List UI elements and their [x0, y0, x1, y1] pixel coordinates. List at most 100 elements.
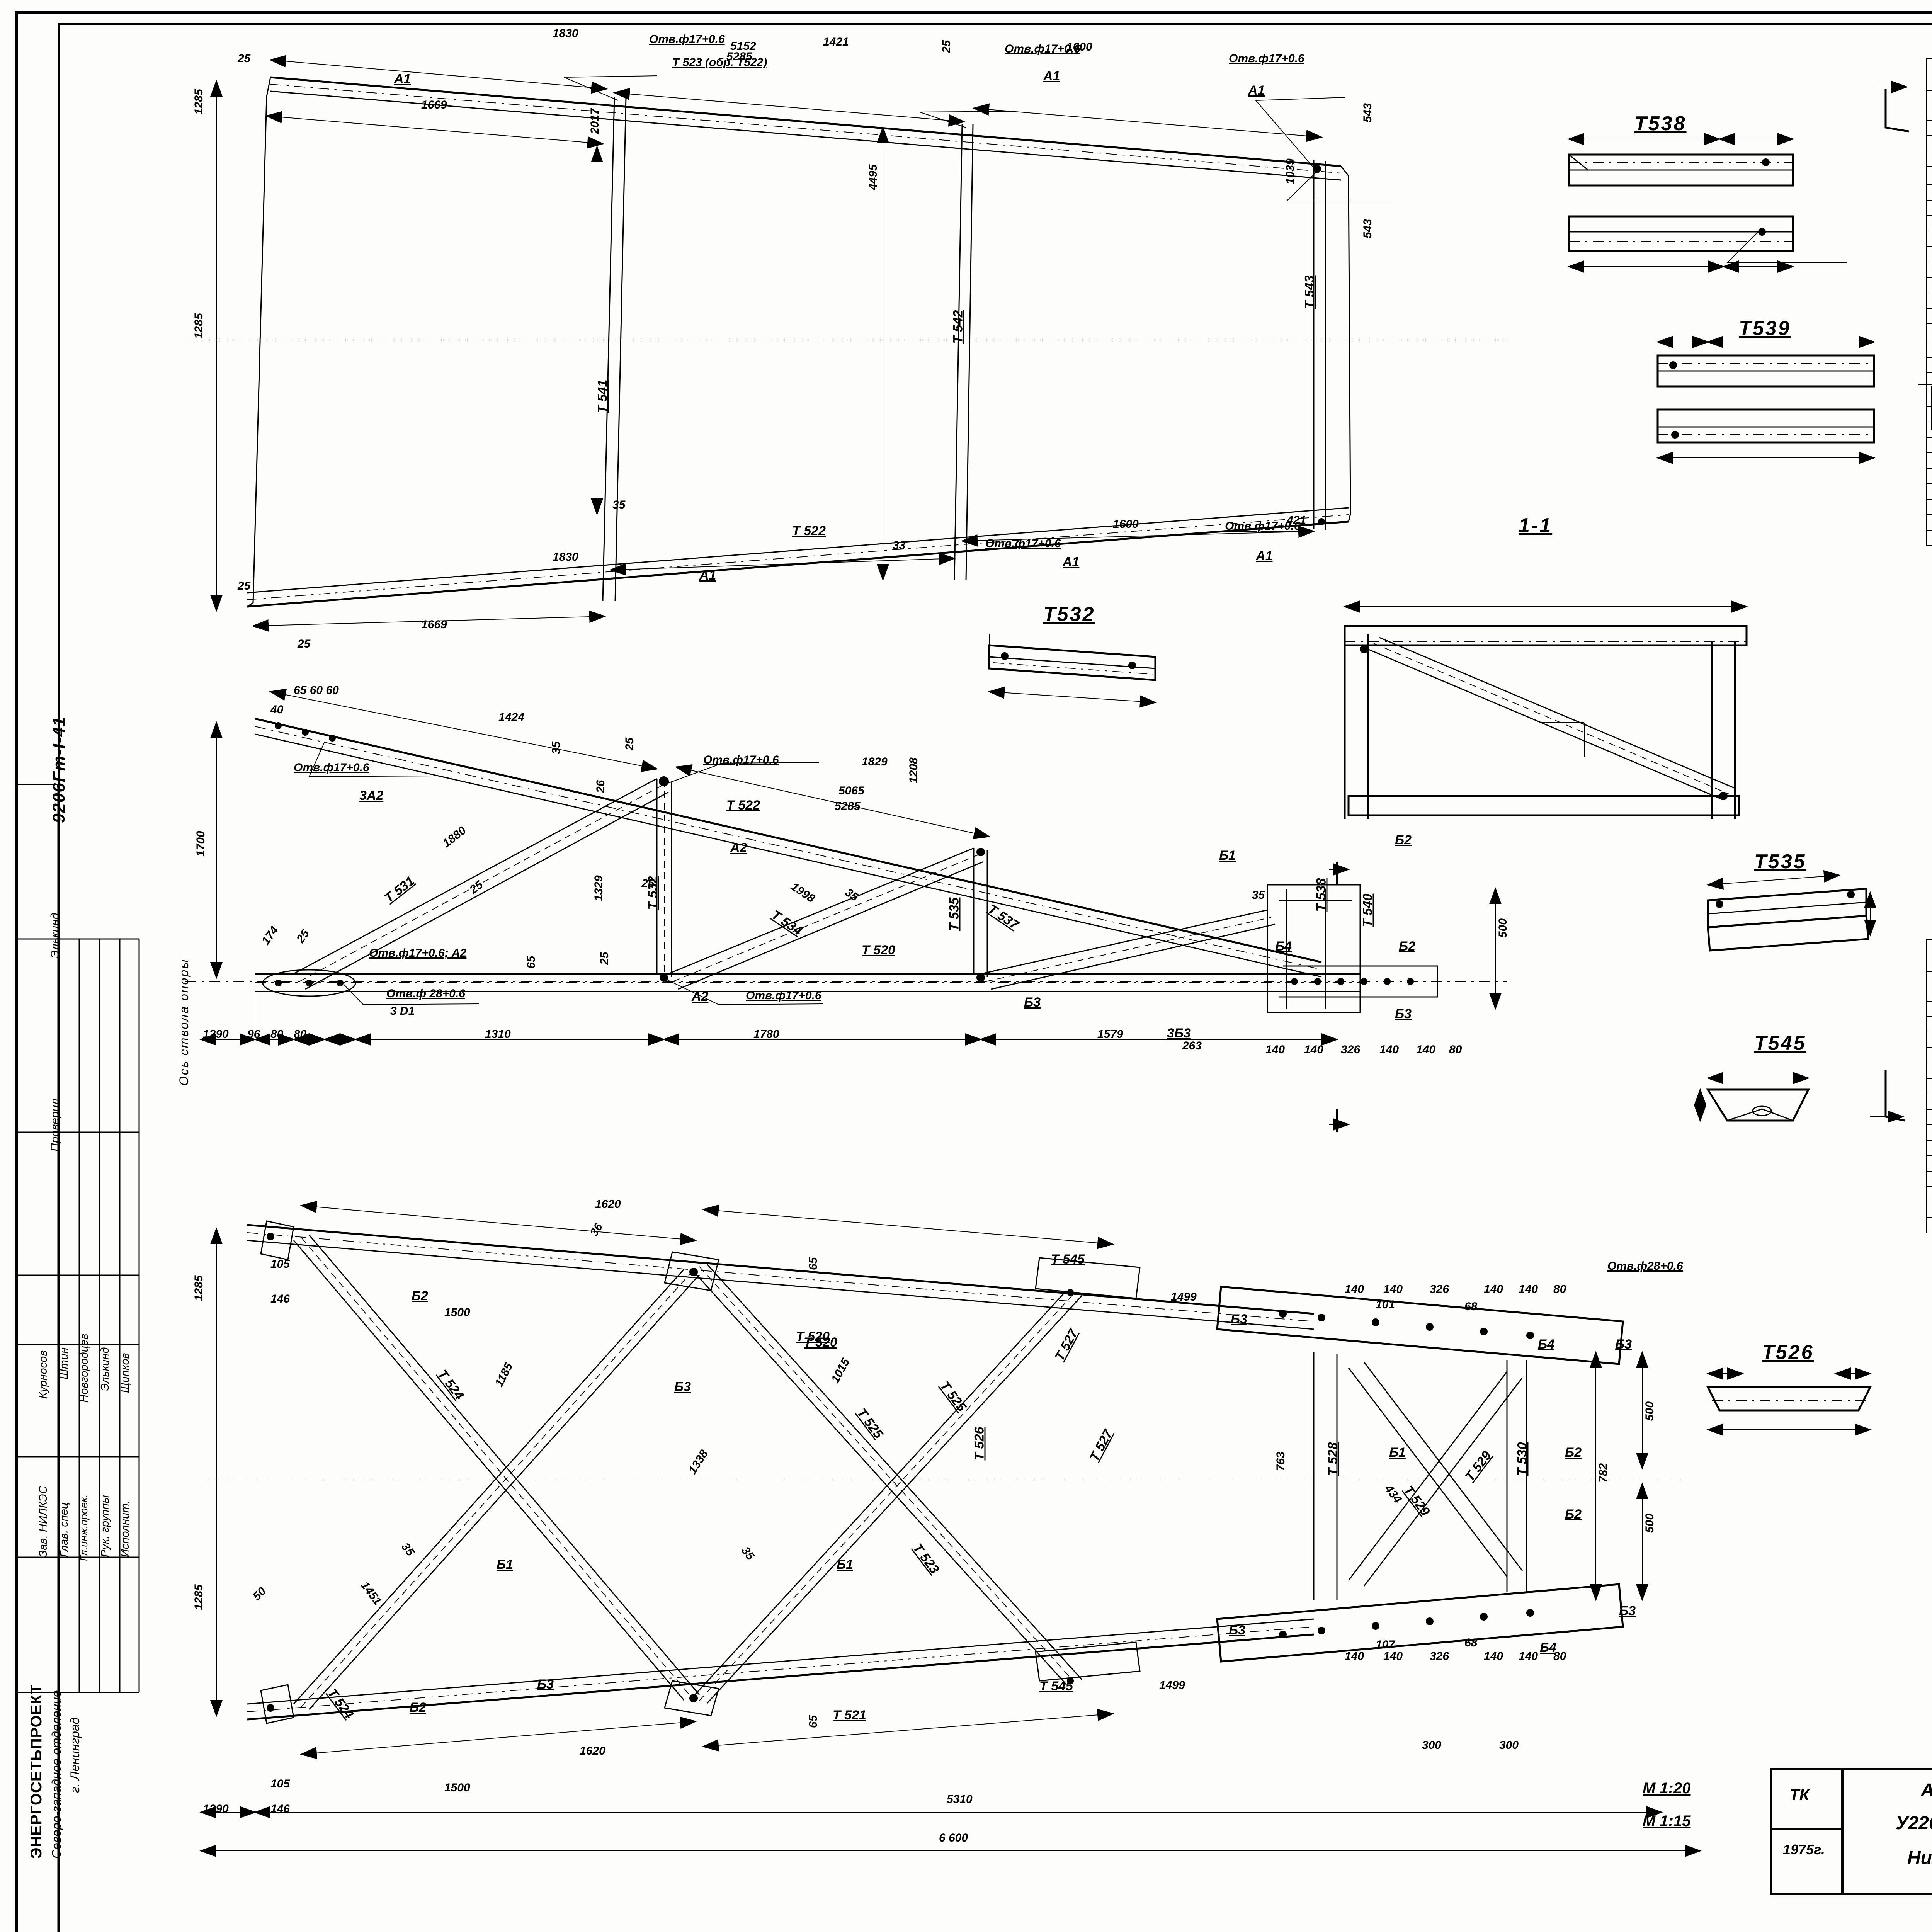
dim-label-middle-57: 326 [1341, 1043, 1361, 1056]
detail-title-T545: Т545 [1754, 1032, 1806, 1054]
spec-cell-marka: Т 529 [1926, 262, 1932, 278]
dim-label-bottom-3: Б2 [412, 1289, 428, 1303]
dim-label-top-14: 1669 [421, 99, 447, 111]
detail-dim-T543_grp-2: 25 [1423, 595, 1435, 607]
traverse-cell-left-marka: Т 525 [1926, 1078, 1932, 1094]
view-bottom-plan [185, 340, 1702, 1857]
spec-row: Т 529L 63×58351—3.944 [1926, 262, 1932, 278]
dim-label-bottom-65: 326 [1430, 1283, 1449, 1296]
spec-cell-blank [1926, 530, 1932, 546]
detail-dim-T545-9: 12 [1821, 1142, 1833, 1155]
detail-dim-T543_grp-13: А1 [1372, 662, 1386, 675]
detail-dim-T539-6: 27 [1717, 324, 1729, 336]
scale-1: М 1:20 [1643, 1780, 1691, 1797]
spec-cell-marka: Т 531 [1926, 293, 1932, 309]
detail-dim-T526-1: 55 [1828, 1352, 1840, 1365]
dim-label-bottom-27: 1285 [192, 1584, 205, 1610]
detail-dim-T539-12: 10 [1615, 369, 1627, 381]
spec-row: Т 525L 63×524201—11.71212срез [1926, 200, 1932, 216]
spec-cell-marka: Т 524 [1926, 184, 1932, 201]
dim-label-middle-24: Т 520 [862, 943, 895, 957]
detail-dim-T526-4: 1462 [1777, 1375, 1801, 1387]
detail-dim-T543_grp-5: 400 [1372, 617, 1391, 630]
dim-label-bottom-9: Т 520 [804, 1335, 837, 1350]
spec-row: Т 527L 70×619401—12.31212 [1926, 231, 1932, 247]
spec-cell-marka: Т 539 [1926, 422, 1932, 438]
detail-dim-T543_grp-10: 1091 [1423, 640, 1447, 652]
dim-label-middle-53: 35 [1252, 889, 1265, 901]
dim-label-bottom-30: 146 [270, 1803, 290, 1815]
dim-label-middle-30: Отв.ф 28+0.6 [386, 987, 465, 1000]
detail-dim-T532_det-2: 28 [1145, 638, 1157, 650]
traverse-row: Т 52721224Т 542155 [1926, 1109, 1932, 1125]
detail-title-section-1-1: 1-1 [1519, 514, 1553, 537]
traverse-cell-left-marka: Т 524 [1926, 1063, 1932, 1079]
dim-label-top-33: Отв.ф17+0.6 [985, 537, 1061, 550]
spec-cell-marka: Т 525 [1926, 200, 1932, 216]
detail-dim-T538-13: 10 [1589, 202, 1601, 215]
dim-label-bottom-4: 1500 [444, 1306, 470, 1319]
dim-label-middle-32: А2 [692, 989, 709, 1004]
dim-label-bottom-1: 105 [270, 1258, 290, 1270]
detail-T545 [1694, 1070, 1905, 1123]
spec-cell-marka: Т 521 [1926, 135, 1932, 151]
dim-label-bottom-66: 140 [1484, 1283, 1503, 1296]
dim-label-bottom-32: 5310 [947, 1793, 973, 1806]
spec-cell-marka: Т 536(обр. Т 535) [1926, 372, 1932, 391]
traverse-cell-left-marka: Т 521 [1926, 1016, 1932, 1032]
detail-dim-T543_grp-7: Т538 [1475, 617, 1499, 630]
dim-label-bottom-53: Б4 [1538, 1337, 1554, 1352]
traverse-cell-left-marka: Т 527 [1926, 1109, 1932, 1125]
detail-dim-T538-4: 500 [1538, 158, 1556, 170]
spec-row: Т 534L 63×520501—9.91010 [1926, 342, 1932, 358]
dim-label-middle-51: Б4 [1275, 939, 1292, 954]
traverse-table: Т р е б у е т с я н а т р а в е р с у Ма… [1926, 939, 1932, 1233]
dim-label-middle-34: 1700 [194, 831, 207, 857]
dim-label-middle-50: Б3 [1395, 1007, 1412, 1021]
spec-row: Т 536(обр. Т 535)L 63×59651—4.755 [1926, 372, 1932, 391]
dim-label-top-6: Отв.ф17+0.6 [1005, 43, 1080, 55]
stage-cell: ТК 1975г. [1772, 1770, 1844, 1893]
dim-label-middle-52: 3Б3 [1167, 1026, 1191, 1041]
dim-label-bottom-26: 1285 [192, 1275, 205, 1301]
dim-label-top-9: А1 [394, 71, 411, 86]
dim-label-bottom-42: 1499 [1171, 1291, 1197, 1303]
scale-2: М 1:15 [1643, 1813, 1691, 1830]
dim-label-middle-54: 500 [1497, 918, 1509, 938]
sheet-outer-frame [15, 11, 1932, 1932]
dim-label-top-30: 33 [893, 539, 906, 552]
traverse-row: Т 5312612 [1926, 1171, 1932, 1187]
dim-label-middle-7: 26 [594, 780, 607, 793]
spec-row: Т 532L 50×413801—4.244 [1926, 308, 1932, 324]
dim-label-top-28: 1669 [421, 618, 447, 631]
detail-dim-T538-5: 150 [1589, 158, 1607, 170]
traverse-cell-left-marka: Т 534 [1926, 1217, 1932, 1233]
detail-dim-T543_grp-3: 1091 [1475, 595, 1498, 607]
dim-label-bottom-23: Т 521 [833, 1708, 866, 1723]
spec-row: Т 535L 63×59651—4.755 [1926, 357, 1932, 373]
traverse-cell-left-marka: Т 526 [1926, 1094, 1932, 1110]
dim-label-middle-11: 5285 [835, 800, 861, 813]
dim-label-top-27: 1830 [553, 551, 578, 563]
detail-dim-T535-2: 27 [1864, 916, 1876, 928]
spec-row: Т 521L 110×85850—179,37979 [1926, 135, 1932, 151]
dim-label-bottom-59: 500 [1643, 1401, 1656, 1421]
dim-label-middle-19: 25 [641, 877, 655, 890]
dim-label-middle-9: 1829 [862, 755, 888, 768]
dim-label-bottom-41: Т 545 [1039, 1679, 1073, 1694]
dim-label-bottom-70: 140 [1383, 1650, 1403, 1663]
dim-label-bottom-72: 140 [1484, 1650, 1503, 1663]
detail-dim-T543_grp-9: Т544 [1372, 640, 1397, 652]
dim-label-bottom-63: 140 [1345, 1283, 1364, 1296]
dim-label-bottom-64: 140 [1383, 1283, 1403, 1296]
dim-label-bottom-58: Б4 [1540, 1640, 1556, 1655]
traverse-cell-left-marka: Т 530 [1926, 1155, 1932, 1172]
dim-label-middle-10: 5065 [838, 784, 864, 797]
detail-title-T539: Т539 [1739, 317, 1791, 340]
detail-T539 [1656, 336, 1932, 464]
detail-dim-T539-8: 480 [1615, 346, 1633, 359]
dim-label-middle-39: 1310 [485, 1028, 511, 1041]
spec-cell-marka: Т 533(обр. Т532) [1926, 323, 1932, 342]
dim-label-bottom-73: 140 [1519, 1650, 1538, 1663]
